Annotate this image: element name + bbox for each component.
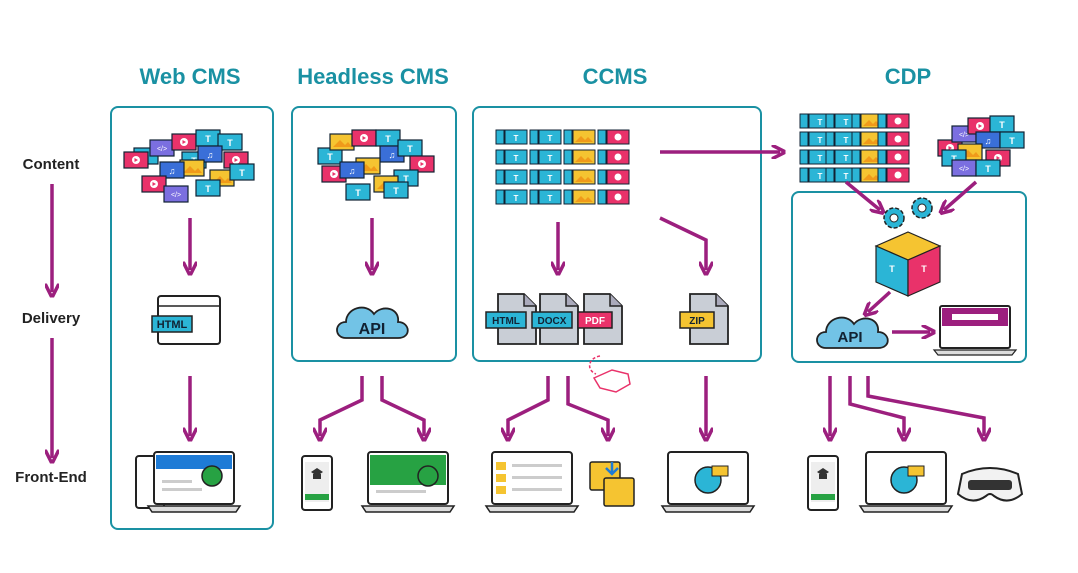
cdp-arrow-in-right [944,180,978,210]
web-cms-website-devices [135,451,241,513]
ccms-zip-document: ZIP [679,293,729,345]
headless-laptop [361,451,455,513]
cdp-arrow-in-left [844,180,880,210]
api-label-cdp: API [837,329,862,346]
headless-cms-content-tiles [317,129,435,201]
ccms-structured-tiles [495,129,630,205]
ccms-arrow-left [508,376,550,436]
headless-arrow-left [320,376,364,436]
html-page-icon: HTML [151,295,221,345]
cdp-content-tiles [937,115,1025,177]
cdp-structured-tiles [799,113,910,183]
vr-headset-icon [956,467,1024,502]
column-title-cdp: CDP [884,64,932,89]
folder-download-icon [589,461,635,507]
cdp-arrow-2 [848,376,904,436]
column-title-headless-cms: Headless CMS [297,64,449,89]
ccms-docx-label: DOCX [538,316,567,327]
cdp-portal-laptop [932,305,1018,356]
svg-text:T: T [889,264,895,274]
cdp-cube-to-api-arrow [868,290,892,312]
ccms-zip-label: ZIP [689,316,705,327]
row-label-delivery: Delivery [21,310,81,327]
svg-text:T: T [921,264,927,274]
web-cms-box [110,106,274,530]
column-title-web-cms: Web CMS [139,64,241,89]
ccms-box [472,106,762,362]
row-label-front-end: Front-End [15,469,87,486]
headless-tablet [301,455,333,511]
column-title-ccms: CCMS [582,64,648,89]
gears-icon [883,197,933,229]
cdp-delivery-box [791,191,1027,363]
cdp-tablet [807,455,839,511]
ccms-laptop-files [485,451,579,513]
headless-arrow-right [380,376,424,436]
ccms-pdf-label: PDF [585,316,605,327]
row-label-content: Content [22,156,80,173]
ccms-html-label: HTML [492,316,520,327]
api-cloud-headless: API [336,306,409,339]
tap-hand-icon [588,355,631,393]
web-cms-content-tiles [123,129,255,203]
api-label-headless: API [359,321,386,338]
content-cube-icon: T T [874,231,942,297]
ccms-laptop-support [661,451,755,513]
ccms-arrow-zip [659,216,706,270]
ccms-arrow-mid [566,376,608,436]
cdp-arrow-3 [866,376,984,436]
headless-cms-box [291,106,457,362]
html-label: HTML [157,319,188,331]
api-cloud-cdp: API [816,316,889,349]
cdp-laptop-support [859,451,953,513]
ccms-documents: HTML DOCX PDF [485,293,623,345]
